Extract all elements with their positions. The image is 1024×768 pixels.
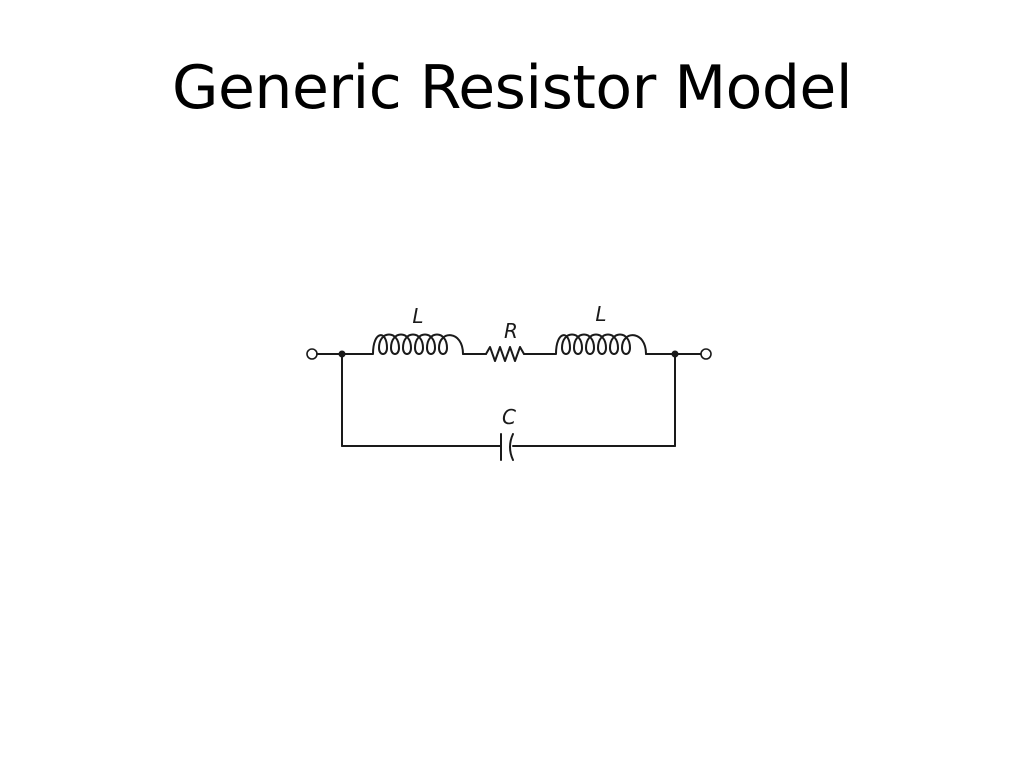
left-terminal (306, 348, 318, 360)
label-resistor: R (504, 319, 518, 343)
inductor-right (552, 333, 647, 355)
capacitor-plate-right (509, 433, 514, 461)
label-inductor-right: L (595, 302, 606, 326)
label-inductor-left: L (412, 304, 423, 328)
resistor (485, 346, 525, 362)
inductor-left (369, 333, 464, 355)
label-capacitor: C (502, 405, 516, 429)
slide-title: Generic Resistor Model (172, 53, 852, 123)
right-terminal (700, 348, 712, 360)
